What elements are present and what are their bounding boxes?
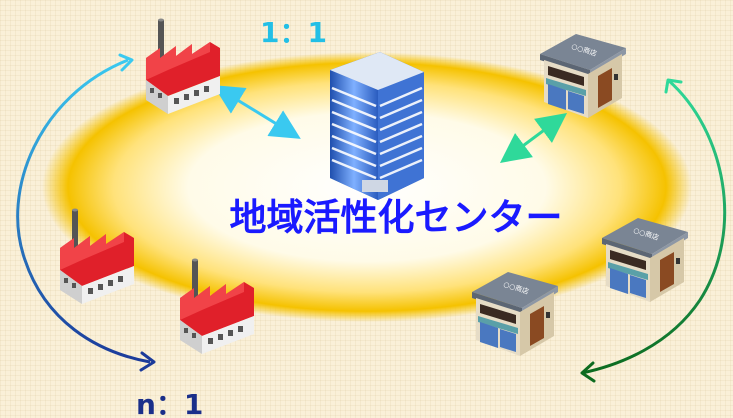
- ratio-label-top: 1：1: [260, 16, 327, 49]
- link-arrow-shop-center: [499, 113, 568, 163]
- ratio-label-bottom: n：1: [136, 388, 203, 418]
- right-arc-arrow: [580, 78, 727, 383]
- left-arc-arrow: [16, 53, 156, 372]
- office-building-icon: [330, 52, 424, 200]
- link-arrow-factory-center: [213, 85, 301, 139]
- center-title: 地域活性化センター: [230, 196, 563, 239]
